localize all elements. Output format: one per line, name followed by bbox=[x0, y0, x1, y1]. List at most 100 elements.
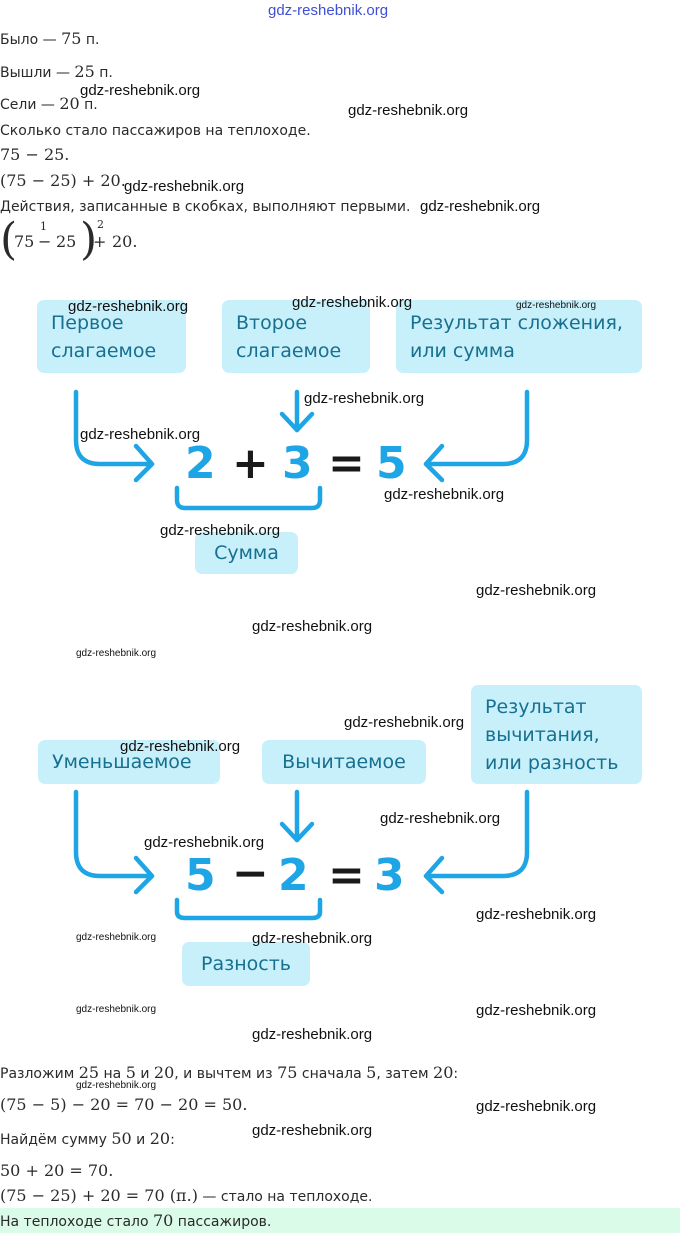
left-paren: ( bbox=[0, 214, 18, 265]
watermark: gdz-reshebnik.org bbox=[348, 102, 469, 119]
given-label: Было — bbox=[0, 32, 62, 48]
sum-value: 5 bbox=[376, 438, 407, 489]
bracket-difference bbox=[174, 897, 323, 921]
text: На теплоходе стало bbox=[0, 1214, 153, 1230]
number: 50 bbox=[111, 1129, 132, 1148]
watermark: gdz-reshebnik.org bbox=[144, 834, 265, 851]
arrow-minuend bbox=[73, 789, 153, 879]
number: 5 bbox=[366, 1063, 377, 1082]
text: Найдём сумму bbox=[0, 1132, 112, 1148]
arrowhead-second-addend bbox=[279, 411, 315, 433]
minuend-value: 5 bbox=[185, 850, 216, 901]
text: сначала bbox=[297, 1066, 367, 1082]
given-label: Сели — bbox=[0, 97, 60, 113]
given-line-2: Вышли — 25 п. bbox=[0, 63, 113, 82]
text: и bbox=[135, 1066, 154, 1082]
text: : bbox=[453, 1066, 459, 1082]
expression-1: 75 − 25. bbox=[0, 145, 70, 164]
label-line: слагаемое bbox=[236, 339, 342, 362]
decompose-expression: (75 − 5) − 20 = 70 − 20 = 50. bbox=[0, 1095, 248, 1114]
watermark: gdz-reshebnik.org bbox=[516, 300, 597, 311]
operator-plus: + bbox=[93, 232, 107, 251]
watermark: gdz-reshebnik.org bbox=[292, 294, 413, 311]
question-text: Сколько стало пассажиров на теплоходе. bbox=[0, 123, 311, 139]
watermark: gdz-reshebnik.org bbox=[476, 1002, 597, 1019]
text: , затем bbox=[376, 1066, 434, 1082]
bracket-sum bbox=[174, 485, 323, 511]
watermark: gdz-reshebnik.org bbox=[344, 714, 465, 731]
text: Разложим bbox=[0, 1066, 79, 1082]
arrow-sum bbox=[425, 389, 530, 467]
label-line: или разность bbox=[485, 751, 619, 774]
label-line: Сумма bbox=[214, 542, 279, 564]
given-line-3: Сели — 20 п. bbox=[0, 95, 98, 114]
answer-banner bbox=[0, 1208, 680, 1233]
given-value: 25 bbox=[74, 62, 95, 81]
arrowhead-difference bbox=[423, 855, 445, 895]
watermark: gdz-reshebnik.org bbox=[76, 1080, 157, 1091]
answer-value: 70 bbox=[152, 1211, 174, 1230]
operand-b: 25 bbox=[56, 232, 77, 251]
watermark: gdz-reshebnik.org bbox=[384, 486, 505, 503]
answer-text: На теплоходе стало 70 пассажиров. bbox=[0, 1212, 271, 1231]
watermark: gdz-reshebnik.org bbox=[124, 178, 245, 195]
equals-sign: = bbox=[328, 438, 365, 489]
find-sum-text: Найдём сумму 50 и 20: bbox=[0, 1130, 175, 1149]
label-line: Результат сложения, bbox=[410, 311, 623, 334]
watermark: gdz-reshebnik.org bbox=[476, 1098, 597, 1115]
watermark: gdz-reshebnik.org bbox=[76, 1004, 157, 1015]
watermark: gdz-reshebnik.org bbox=[252, 930, 373, 947]
arrowhead-minuend bbox=[133, 855, 155, 895]
label-sum: Сумма bbox=[195, 532, 298, 574]
label-minuend: Уменьшаемое bbox=[38, 740, 220, 784]
operand-c: 20. bbox=[112, 232, 138, 251]
subtrahend-value: 2 bbox=[278, 850, 309, 901]
number: 25 bbox=[78, 1063, 100, 1082]
label-subtrahend: Вычитаемое bbox=[262, 740, 426, 784]
label-line: Первое bbox=[51, 311, 124, 334]
given-value: 20 bbox=[59, 94, 80, 113]
label-line: вычитания, bbox=[485, 723, 600, 746]
label-line: Уменьшаемое bbox=[52, 751, 192, 773]
minus-sign: − bbox=[232, 848, 269, 899]
watermark: gdz-reshebnik.org bbox=[304, 390, 425, 407]
equals-sign: = bbox=[328, 850, 365, 901]
watermark: gdz-reshebnik.org bbox=[80, 82, 201, 99]
watermark: gdz-reshebnik.org bbox=[68, 298, 189, 315]
right-paren: ) bbox=[80, 214, 98, 265]
label-difference: Разность bbox=[182, 942, 310, 986]
plus-sign: + bbox=[232, 438, 269, 489]
number: 20 bbox=[153, 1063, 175, 1082]
arrowhead-first-addend bbox=[133, 443, 155, 483]
label-line: Результат bbox=[485, 695, 587, 718]
label-line: Второе bbox=[236, 311, 308, 334]
given-unit: п. bbox=[81, 32, 100, 48]
label-sum-result: Результат сложения,или сумма bbox=[396, 300, 642, 373]
given-value: 75 bbox=[61, 29, 82, 48]
arrow-difference bbox=[425, 789, 530, 879]
text: , и вычтем из bbox=[174, 1066, 278, 1082]
final-expression-line: (75 − 25) + 20 = 70 (п.) — стало на тепл… bbox=[0, 1187, 373, 1206]
addend-1: 2 bbox=[185, 438, 216, 489]
operand-a: 75 bbox=[14, 232, 35, 251]
rule-text: Действия, записанные в скобках, выполняю… bbox=[0, 199, 411, 215]
label-second-addend: Второе слагаемое bbox=[222, 300, 370, 373]
text: пассажиров. bbox=[173, 1214, 272, 1230]
label-difference-result: Результат вычитания, или разность bbox=[471, 685, 642, 784]
text: на bbox=[99, 1066, 126, 1082]
watermark: gdz-reshebnik.org bbox=[160, 522, 281, 539]
order-expression: ( 75 1 − 25 ) 2 + 20. bbox=[0, 218, 200, 268]
decompose-text: Разложим 25 на 5 и 20, и вычтем из 75 сн… bbox=[0, 1064, 458, 1083]
given-line-1: Было — 75 п. bbox=[0, 30, 100, 49]
addend-2: 3 bbox=[282, 438, 313, 489]
given-label: Вышли — bbox=[0, 65, 75, 81]
watermark: gdz-reshebnik.org bbox=[252, 1026, 373, 1043]
difference-value: 3 bbox=[374, 850, 405, 901]
step-number-1: 1 bbox=[40, 220, 47, 233]
label-line: Вычитаемое bbox=[282, 751, 406, 773]
watermark: gdz-reshebnik.org bbox=[120, 738, 241, 755]
watermark: gdz-reshebnik.org bbox=[380, 810, 501, 827]
arrowhead-subtrahend bbox=[279, 821, 315, 843]
